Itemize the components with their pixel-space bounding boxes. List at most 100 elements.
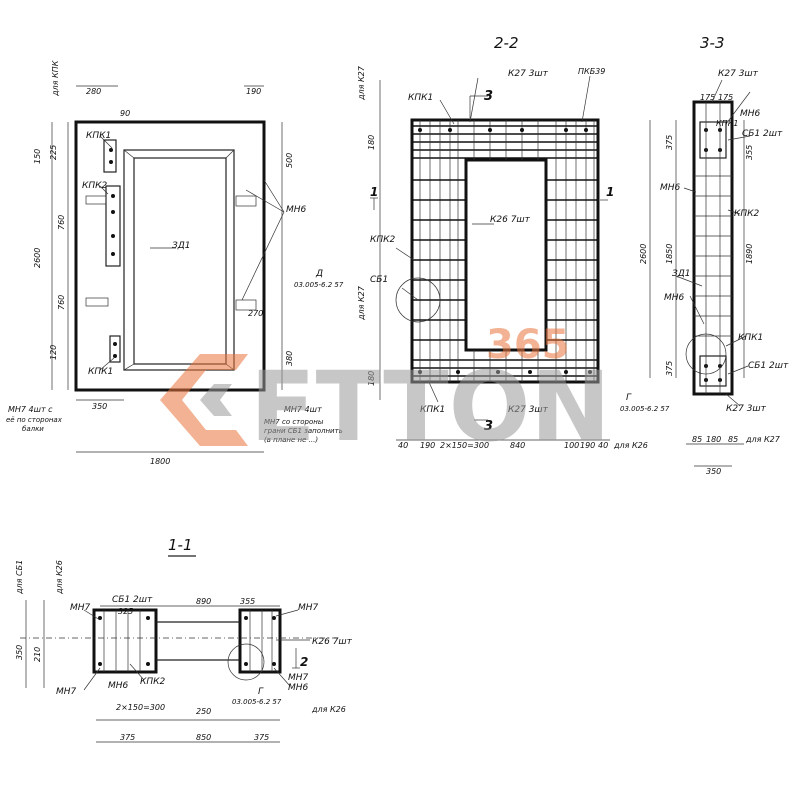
label-mn7-4: МН7 4шт xyxy=(284,405,322,414)
dim-180-22b: 180 xyxy=(367,371,376,386)
dim-190-22: 190 xyxy=(420,441,435,450)
section-3-3 xyxy=(649,79,751,467)
label-for-k27-33: для К27 xyxy=(745,435,781,444)
label-for-kpk: для КПК xyxy=(51,60,60,97)
dim-2600-33: 2600 xyxy=(639,244,648,264)
label-g-mark-11: Г xyxy=(258,687,264,697)
dim-210: 210 xyxy=(33,647,42,662)
label-kpk1-top: КПК1 xyxy=(86,131,111,141)
dim-40: 40 xyxy=(398,441,408,450)
label-mn6-11: МН6 xyxy=(288,683,309,693)
label-kpk2-11: КПК2 xyxy=(140,677,166,687)
label-sb1-22: СБ1 xyxy=(370,275,388,285)
label-for-k26-11: для К26 xyxy=(311,705,346,714)
section-mark-1-left: 1 xyxy=(370,185,378,199)
frame-2-2-outer xyxy=(410,118,600,384)
label-mn7-side3: (в плане не ...) xyxy=(264,436,318,444)
logo-mark-icon xyxy=(160,354,248,446)
section-mark-3-bottom: 3 xyxy=(484,419,493,434)
section-mark-3-top: 3 xyxy=(484,89,493,104)
section-mark-2: 2 xyxy=(300,655,308,669)
label-sb1-33: СБ1 2шт xyxy=(742,129,783,139)
dim-120: 120 xyxy=(49,345,58,360)
label-ref-g: 03.005-6.2 57 xyxy=(620,405,670,413)
plate-kpk1-bottom xyxy=(109,335,121,363)
dim-890: 890 xyxy=(196,597,211,606)
door-opening-inner xyxy=(133,157,227,365)
dim-175: 175 xyxy=(700,93,715,102)
label-mn6-33b: МН6 xyxy=(660,183,681,193)
bar-dots-2-2 xyxy=(418,128,592,374)
dim-180-22: 180 xyxy=(367,135,376,150)
section-1-1 xyxy=(20,555,338,743)
label-for-k27-22: для К27 xyxy=(357,65,366,101)
section-2-2 xyxy=(370,75,610,441)
door-opening-outer xyxy=(123,149,235,371)
stirrups-2-2 xyxy=(419,120,595,382)
dim-380: 380 xyxy=(285,351,294,366)
label-for-k26: для К26 xyxy=(613,441,648,450)
label-mn7-4-c2: её по сторонах xyxy=(6,416,63,424)
frame-3-3 xyxy=(692,100,734,396)
label-pkb39: ПКБ39 xyxy=(578,67,605,76)
label-g-mark: Г xyxy=(626,393,632,403)
section-2-2-labels: 2-2 К27 3шт ПКБ39 3 3 КПК1 К26 7шт КПК2 … xyxy=(294,34,648,450)
label-kpk2-22: КПК2 xyxy=(370,235,396,245)
label-k27-bottom: К27 3шт xyxy=(508,405,549,415)
label-mn6-facade: МН6 xyxy=(286,205,307,215)
label-d-mark: Д xyxy=(315,269,323,279)
label-for-sb1: для СБ1 xyxy=(15,560,24,595)
label-mn7-11b: МН7 xyxy=(298,603,319,613)
block-1-1-right xyxy=(238,608,282,674)
label-kpk2-33: КПК2 xyxy=(734,209,760,219)
title-2-2: 2-2 xyxy=(494,34,519,52)
dim-225: 225 xyxy=(49,145,58,160)
dim-1800: 1800 xyxy=(150,457,170,466)
detail-g-circle-11 xyxy=(227,643,265,681)
dim-375-11: 375 xyxy=(120,733,135,742)
dim-1850-33: 1850 xyxy=(665,244,674,264)
facade-labels: КПК1 КПК2 ЗД1 МН6 КПК1 МН7 4шт с её по с… xyxy=(6,60,343,466)
rebar-top xyxy=(412,125,598,377)
label-for-k26-11b: для К26 xyxy=(55,560,64,595)
plate-kpk2 xyxy=(105,185,121,267)
title-1-1: 1-1 xyxy=(168,536,193,554)
dim-355-33: 355 xyxy=(745,145,754,160)
label-kpk2: КПК2 xyxy=(82,181,108,191)
rebar-sides xyxy=(412,179,598,341)
dim-760: 760 xyxy=(57,215,66,230)
dim-375-33b: 375 xyxy=(665,361,674,376)
dim-2x150-11: 2×150=300 xyxy=(116,703,165,712)
label-kpk1-22: КПК1 xyxy=(408,93,433,103)
dim-500: 500 xyxy=(285,153,294,168)
label-k27-33: К27 3шт xyxy=(718,69,759,79)
dim-85b: 85 xyxy=(728,435,738,444)
label-mn7-4-c: МН7 4шт с xyxy=(8,405,53,414)
title-3-3: 3-3 xyxy=(700,34,725,52)
dim-375-33: 375 xyxy=(665,135,674,150)
dim-90: 90 xyxy=(120,109,130,118)
dim-375-11b: 375 xyxy=(254,733,269,742)
label-kpk1-bottom: КПК1 xyxy=(88,367,113,377)
dim-180-33: 180 xyxy=(706,435,721,444)
label-mn7-4-c3: балки xyxy=(22,425,44,433)
block-1-1-left xyxy=(92,608,158,674)
dim-850: 850 xyxy=(196,733,211,742)
dim-760b: 760 xyxy=(57,295,66,310)
label-mn7-11: МН7 xyxy=(70,603,91,613)
label-k27-33b: К27 3шт xyxy=(726,404,767,414)
plate-kpk1-top xyxy=(103,139,117,173)
label-sb1-33b: СБ1 2шт xyxy=(748,361,789,371)
label-mn6-33: МН6 xyxy=(740,109,761,119)
dim-250: 250 xyxy=(196,707,211,716)
label-for-k27-22b: для К27 xyxy=(357,285,366,321)
detail-g-circle xyxy=(685,333,727,375)
dim-325: 325 xyxy=(118,607,133,616)
dim-85: 85 xyxy=(692,435,702,444)
dim-150: 150 xyxy=(33,149,42,164)
stirrups-1-1 xyxy=(103,610,273,672)
label-kpk1-33: КПК1 xyxy=(716,119,738,128)
dim-40b: 40 xyxy=(598,441,608,450)
section-3-3-labels: 3-3 К27 3шт МН6 КПК1 СБ1 2шт МН6 КПК2 ЗД… xyxy=(620,34,789,476)
